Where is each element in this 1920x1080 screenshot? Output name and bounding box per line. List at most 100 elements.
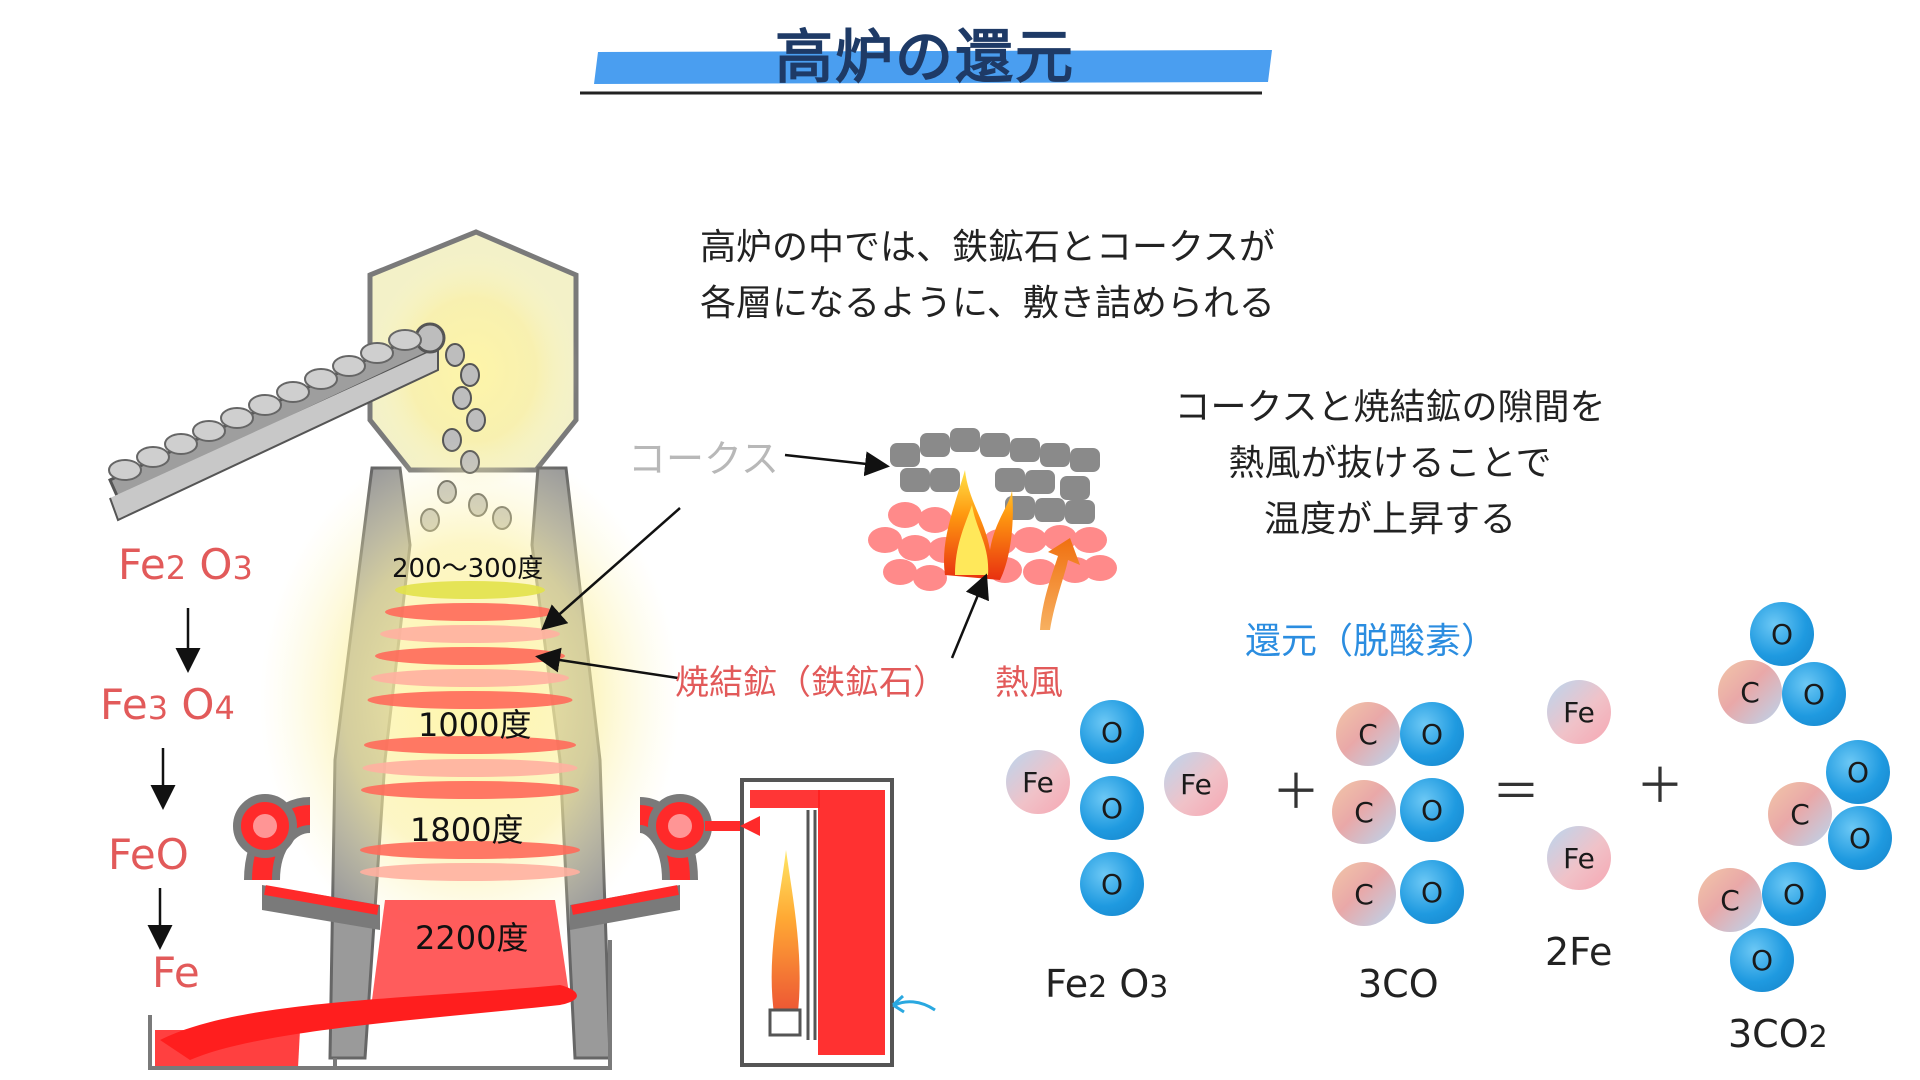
formula-2fe: 2Fe [1545,930,1613,974]
conveyor-rock [304,368,338,390]
carbon-atom: C [1336,702,1400,766]
coke-lump [1040,443,1070,467]
description-right-line: 熱風が抜けることで [1228,443,1552,484]
coke-lump [1060,476,1090,500]
description-right-line: コークスと焼結鉱の隙間を [1174,387,1606,428]
sinter-lump [1013,527,1047,553]
conveyor-rock [220,407,254,429]
description-right: コークスと焼結鉱の隙間を 熱風が抜けることで 温度が上昇する [1145,380,1635,548]
subscript: 2 [1808,1020,1828,1055]
charge-layer-band [364,736,576,754]
coke-lump [995,468,1025,492]
temperature-label: 1800度 [410,811,524,849]
charge-layer-band [360,863,580,881]
plus-sign: ＋ [1272,764,1321,820]
conveyor-rock [360,342,394,364]
sinter-lump [868,527,902,553]
charge-layer-band [360,841,580,859]
hot-air-arrow [1040,538,1080,630]
coke-label: コークス [628,437,779,481]
sinter-lump [1073,527,1107,553]
charge-layer-band [380,625,560,643]
coke-lump [950,428,980,452]
oxide-fe2o3: Fe2 O3 [118,540,253,589]
description-top-line: 高炉の中では、鉄鉱石とコークスが [700,227,1275,268]
hot-stove [740,778,936,1067]
sinter-lump [898,535,932,561]
conveyor-rock [108,459,142,481]
formula-fe2o3: Fe2 O3 [1045,962,1168,1006]
conveyor-rock [164,433,198,455]
fe-atom: Fe [1547,826,1611,890]
coke-lump [980,433,1010,457]
conveyor-rock [276,381,310,403]
conveyor-rock [388,329,422,351]
charge-layer-band [361,781,579,799]
conveyor-rock [248,394,282,416]
coke-lump [1025,470,1055,494]
oxygen-atom: O [1750,602,1814,666]
oxide-fe3o4: Fe3 O4 [100,680,235,729]
oxide-feo: FeO [108,830,189,879]
charge-layer-band [395,581,545,599]
charge-pellet [445,343,465,367]
element-symbol: Fe [100,680,148,729]
oxygen-atom: O [1828,806,1892,870]
temperature-label: 200〜300度 [392,554,544,584]
sinter-lump [918,507,952,533]
charge-layer-band [375,647,565,665]
sinter-label: 焼結鉱（鉄鉱石） [675,663,947,703]
oxygen-atom: O [1762,862,1826,926]
coke-lump [890,443,920,467]
oxygen-atom: O [1782,662,1846,726]
subscript: 3 [147,689,169,727]
leader-arrows [147,451,989,950]
temperature-label: 1000度 [418,706,532,744]
conveyor-rock [332,355,366,377]
page-title: 高炉の還元 [775,23,1076,91]
coke-lump [1035,498,1065,522]
subscript: 3 [232,549,253,587]
oxygen-atom: O [1400,702,1464,766]
oxygen-atom: O [1080,852,1144,916]
coke-lump [1010,438,1040,462]
conveyor-rock [136,446,170,468]
plus-sign: ＋ [1636,758,1685,814]
oxygen-atom: O [1826,740,1890,804]
fe-atom: Fe [1164,752,1228,816]
formula-3co: 3CO [1358,962,1439,1006]
charge-layer-band [385,603,555,621]
fe-atom: Fe [1547,680,1611,744]
element-symbol: O [181,680,215,729]
sinter-lump [913,565,947,591]
carbon-atom: C [1768,782,1832,846]
subscript: 2 [165,549,187,587]
description-top-line: 各層になるように、敷き詰められる [700,283,1275,324]
tuyere-ring [233,794,742,930]
element-symbol: O [199,540,233,589]
subscript: 3 [1149,970,1169,1005]
sinter-lump [888,502,922,528]
charge-pellet [466,408,486,432]
coke-lump [900,468,930,492]
carbon-atom: C [1332,862,1396,926]
coke-lump [1065,500,1095,524]
oxygen-atom: O [1400,778,1464,842]
element-symbol: Fe [118,540,166,589]
charge-pellet [452,386,472,410]
oxygen-atom: O [1730,928,1794,992]
conveyor-rock [192,420,226,442]
formula-3co2: 3CO2 [1728,1012,1828,1056]
metal-fe: Fe [152,948,200,997]
charge-layer-band [367,691,573,709]
oxygen-atom: O [1400,860,1464,924]
element-symbol: Fe [1045,962,1089,1006]
temperature-label: 2200度 [415,919,529,957]
carbon-atom: C [1698,868,1762,932]
oxygen-atom: O [1080,776,1144,840]
sinter-lump [883,559,917,585]
charge-layers [360,581,580,881]
charge-pellet [460,363,480,387]
